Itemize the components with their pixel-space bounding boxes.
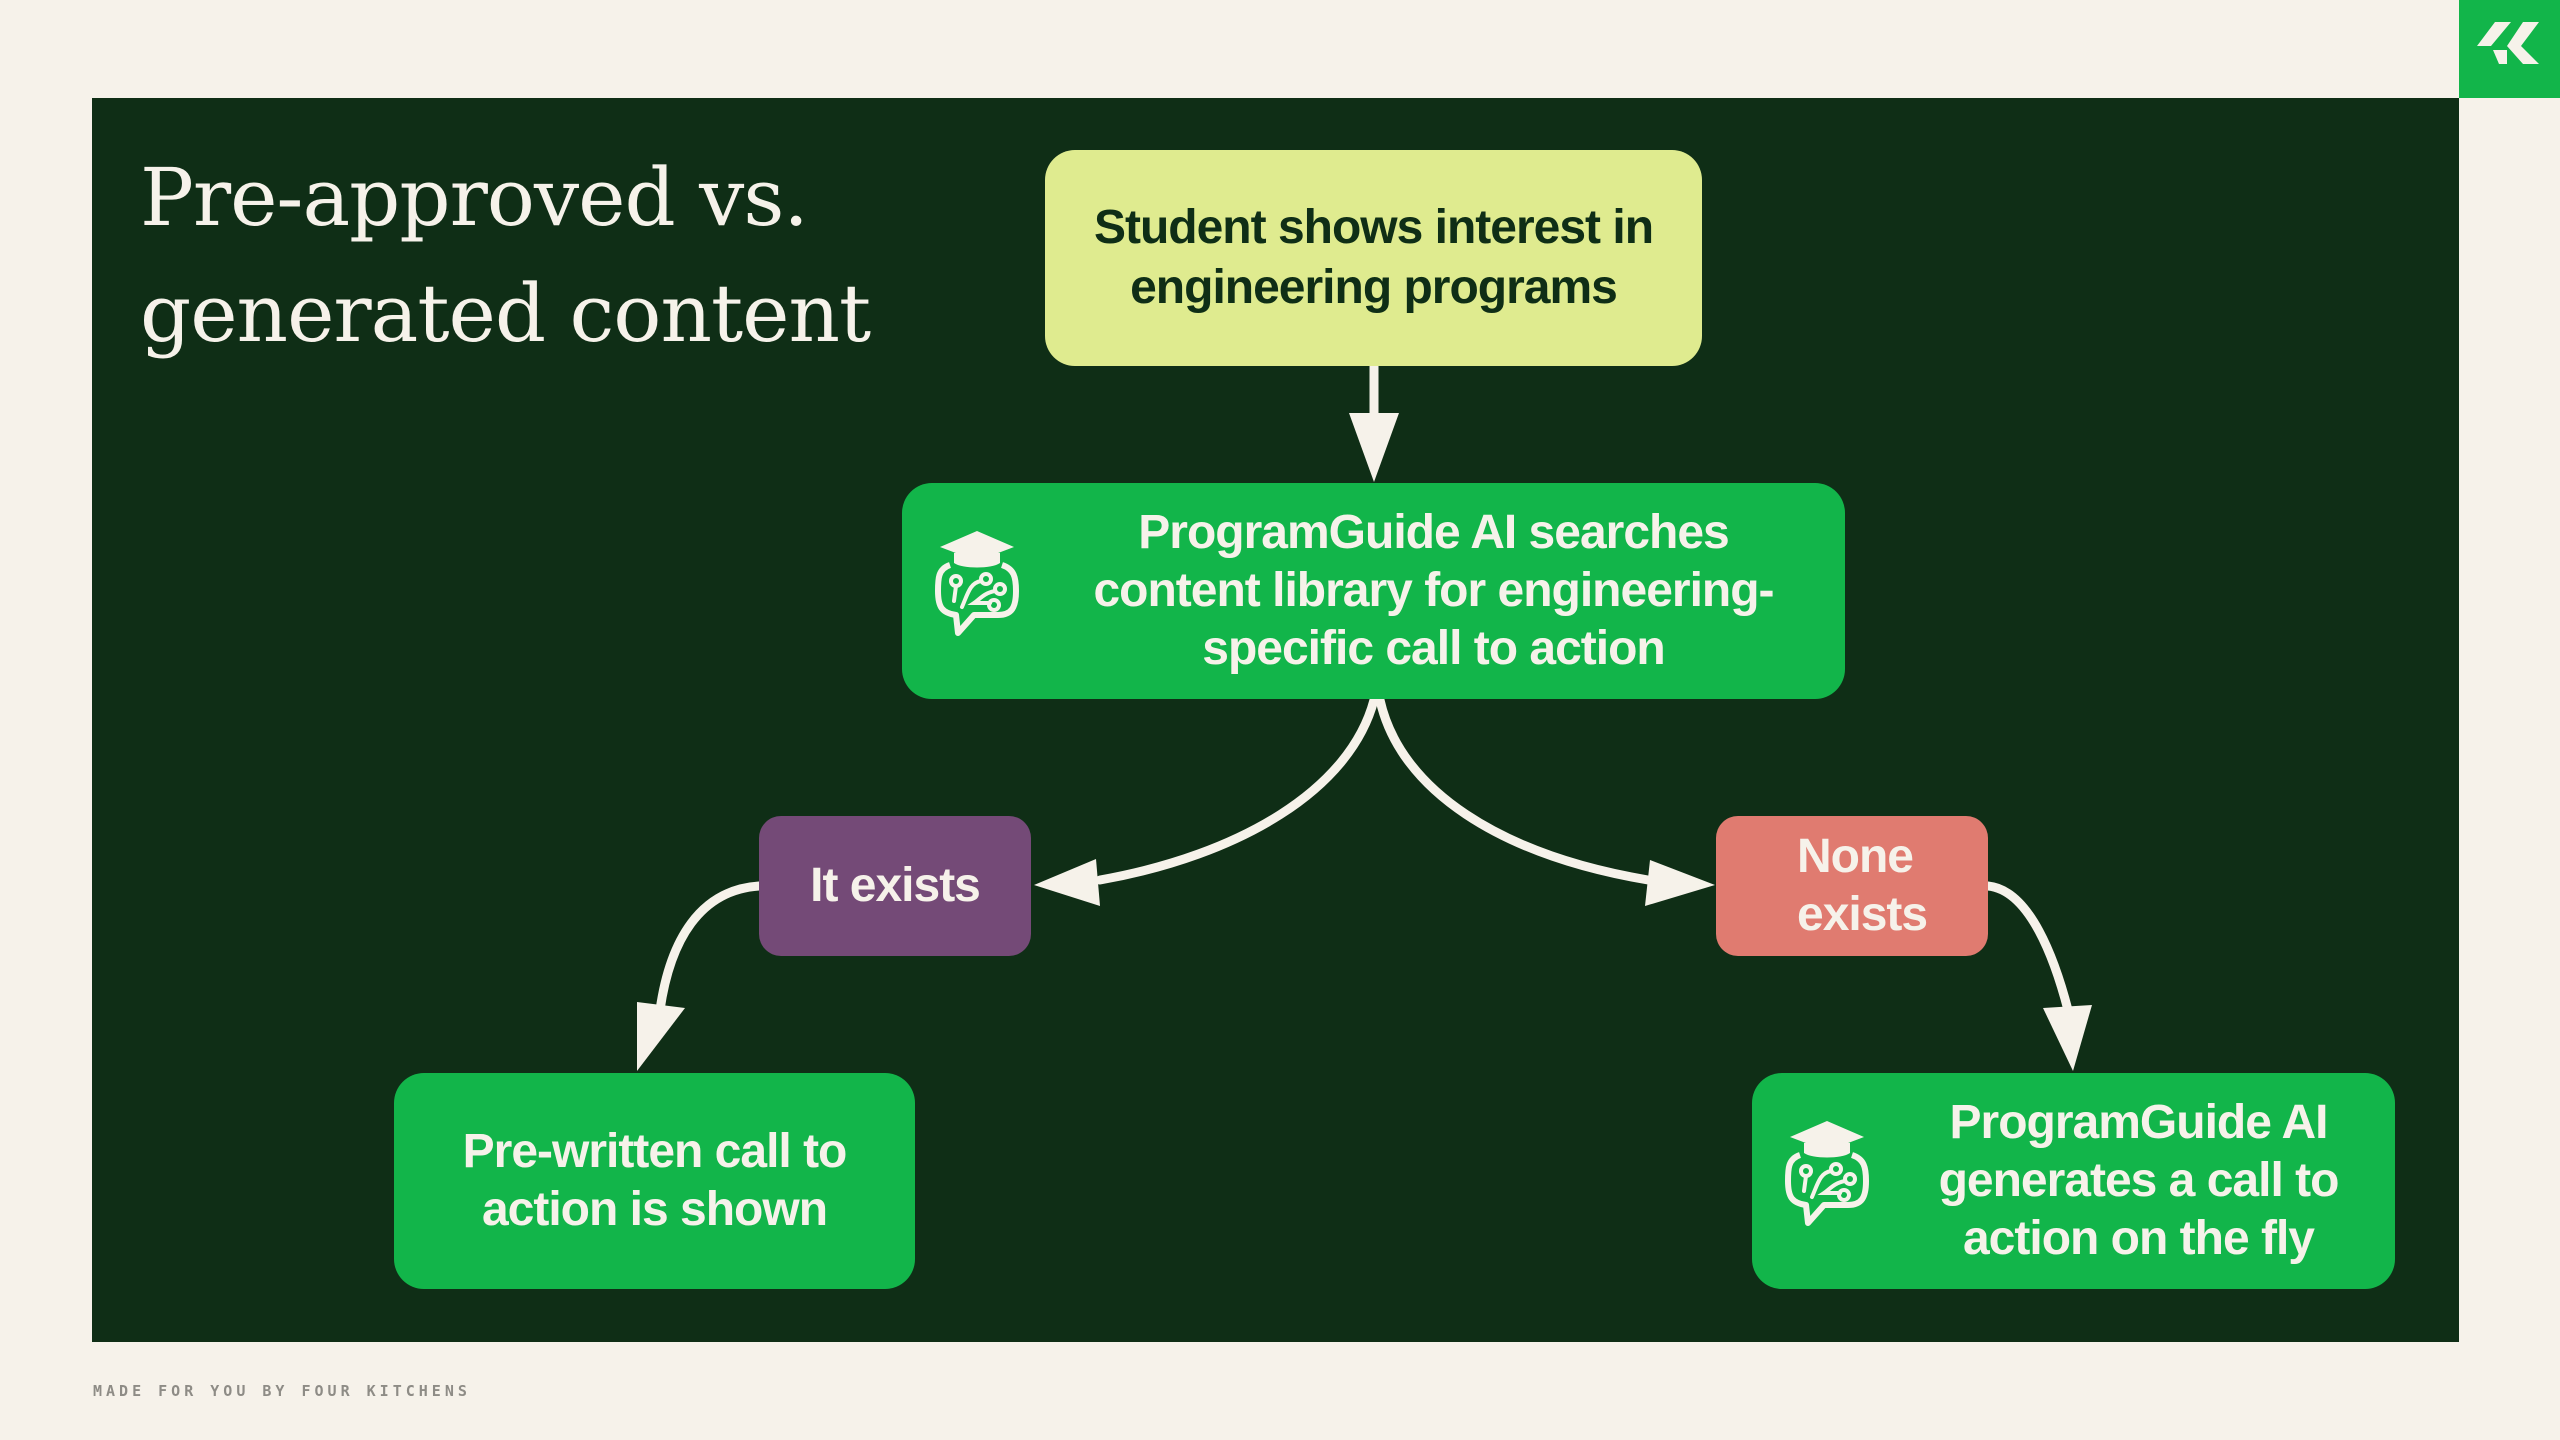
title-line-1: Pre-approved vs.	[140, 151, 809, 244]
arrowhead-none	[1645, 860, 1715, 906]
arrow-exists-to-prewritten	[655, 881, 764, 1015]
four-kitchens-logo-icon	[2477, 22, 2539, 64]
node-none-exists-label: None exists	[1797, 830, 1928, 941]
brand-logo	[2459, 0, 2560, 98]
arrowhead-search	[1349, 413, 1399, 482]
arrowhead-prewritten	[637, 1002, 685, 1071]
node-ai-search-label: ProgramGuide AI searches content library…	[1093, 506, 1774, 675]
arrowhead-exists	[1034, 859, 1100, 906]
node-ai-search: ProgramGuide AI searches content library…	[902, 483, 1845, 699]
node-it-exists-label: It exists	[810, 859, 981, 912]
node-it-exists: It exists	[759, 816, 1031, 956]
node-student-interest: Student shows interest in engineering pr…	[1045, 150, 1702, 366]
node-prewritten-cta: Pre-written call to action is shown	[394, 1073, 915, 1289]
footer-credit: MADE FOR YOU BY FOUR KITCHENS	[93, 1382, 471, 1400]
node-ai-generate: ProgramGuide AI generates a call to acti…	[1752, 1073, 2395, 1289]
arrow-search-to-none	[1375, 695, 1653, 885]
slide-title: Pre-approved vs. generated content	[140, 140, 960, 372]
arrowhead-generate	[2043, 1005, 2092, 1071]
node-none-exists: None exists	[1716, 816, 1988, 956]
node-student-interest-label: Student shows interest in engineering pr…	[1093, 201, 1654, 314]
ai-graduation-chat-icon	[1782, 1119, 1872, 1243]
arrow-search-to-exists	[1095, 695, 1379, 885]
title-line-2: generated content	[140, 267, 871, 360]
node-prewritten-cta-label: Pre-written call to action is shown	[462, 1125, 848, 1236]
node-ai-generate-label: ProgramGuide AI generates a call to acti…	[1938, 1096, 2340, 1265]
ai-graduation-chat-icon	[932, 529, 1022, 653]
arrow-none-to-generate	[1983, 881, 2073, 1015]
